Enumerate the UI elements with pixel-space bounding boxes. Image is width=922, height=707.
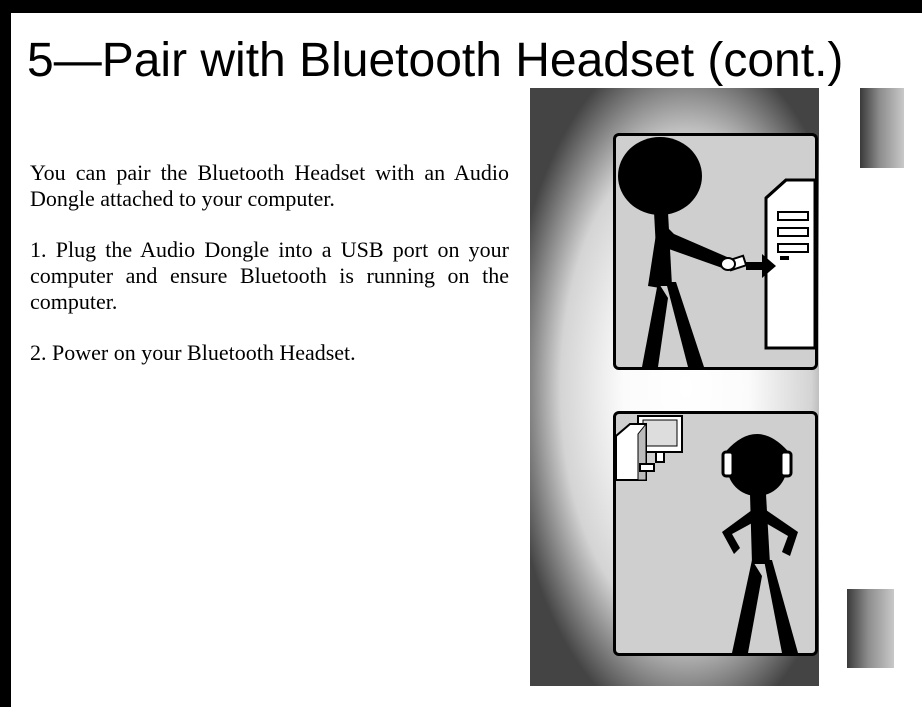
- decorative-gradient-block-top: [860, 88, 904, 168]
- slide: 5—Pair with Bluetooth Headset (cont.) Yo…: [11, 13, 922, 707]
- slide-title: 5—Pair with Bluetooth Headset (cont.): [27, 34, 844, 87]
- computer-tower-icon: [764, 178, 815, 350]
- plug-in-dongle-illustration: [613, 133, 818, 370]
- headset-illustration: [613, 411, 818, 656]
- plug-in-dongle-image: [618, 137, 815, 367]
- decorative-gradient-block-bottom: [847, 589, 894, 668]
- computer-tower-icon: [616, 422, 655, 481]
- step-1-paragraph: 1. Plug the Audio Dongle into a USB port…: [30, 237, 509, 314]
- step-2-paragraph: 2. Power on your Bluetooth Headset.: [30, 340, 356, 365]
- insert-arrow-icon: [746, 254, 776, 278]
- slide-body: You can pair the Bluetooth Headset with …: [30, 160, 509, 391]
- illustration-panel: [530, 88, 819, 686]
- intro-paragraph: You can pair the Bluetooth Headset with …: [30, 160, 509, 211]
- stick-figure-icon: [618, 137, 734, 367]
- wear-headset-image: [616, 415, 798, 653]
- stick-figure-with-headset-icon: [721, 434, 798, 653]
